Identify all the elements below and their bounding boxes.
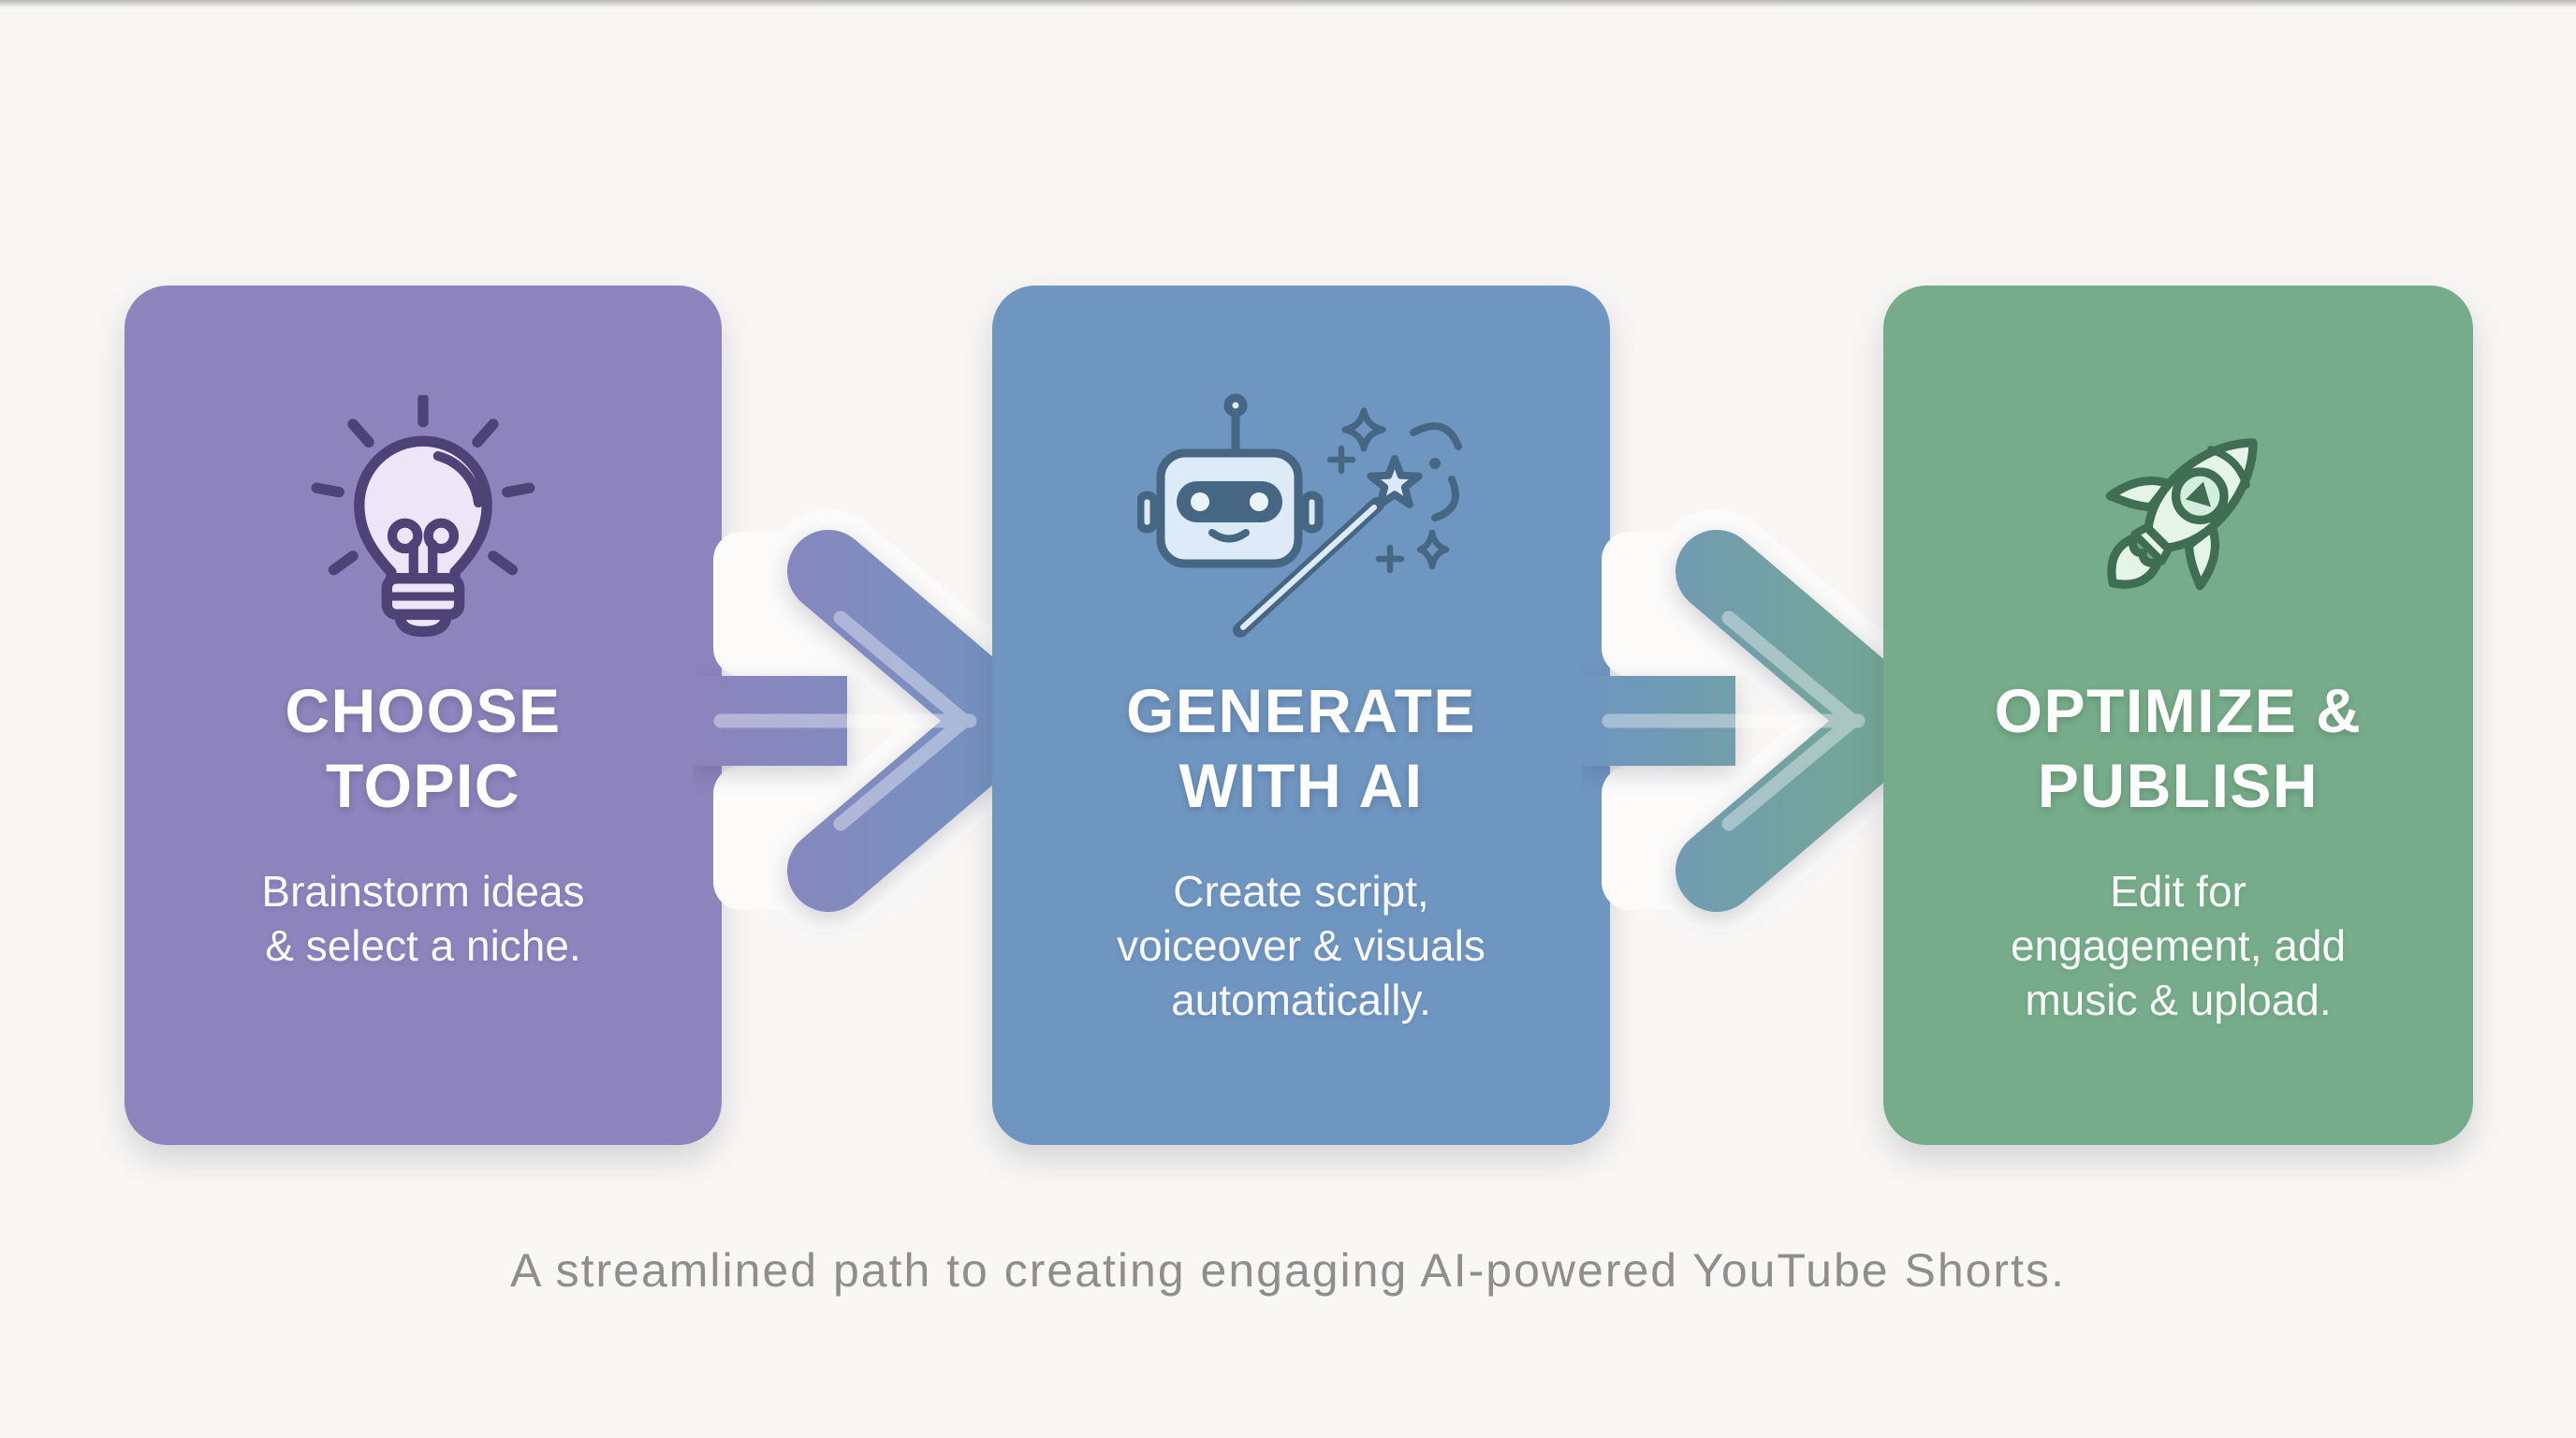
arrow-stem [693,676,847,766]
robot-antenna-ball [1223,393,1248,418]
step-title: OPTIMIZE & PUBLISH [1994,676,2363,820]
step-title: CHOOSE TOPIC [285,676,562,820]
robot-eye [1250,492,1268,511]
wand-rod-core [1240,505,1377,630]
lightbulb-icon [124,372,722,664]
lightbulb-rays [311,395,535,576]
lightbulb-base-cap [394,609,452,638]
sparkle-icon [1341,407,1386,452]
arrow-inner-line [1602,610,1866,831]
sparkle-swoosh [1431,476,1459,521]
step-card-generate-with-ai: GENERATE WITH AI Create script, voiceove… [992,286,1610,1145]
robot-ear [1137,491,1159,534]
arrow-inner-line [713,610,977,831]
sparkle-plus-icon [1326,445,1356,475]
step-description: Edit for engagement, add music & upload. [2010,867,2347,1024]
robot-magic-wand-icon [992,372,1610,664]
rocket-nose-seam [2206,446,2250,490]
step-card-optimize-publish: OPTIMIZE & PUBLISH Edit for engagement, … [1883,286,2473,1145]
step-description: Brainstorm ideas & select a niche. [261,867,585,970]
sparkle-plus-icon [1375,544,1405,574]
caption-text: A streamlined path to creating engaging … [510,1244,2066,1297]
lightbulb-filament-loop [423,518,460,554]
sparkle-icon [1416,529,1450,570]
sparkle-swoosh [1410,422,1462,450]
lightbulb-globe [354,435,492,584]
robot-ear [1300,491,1324,534]
step-card-choose-topic: CHOOSE TOPIC Brainstorm ideas & select a… [124,286,722,1145]
top-edge-strip [0,0,2576,9]
robot-visor [1177,481,1282,522]
wand-star [1367,455,1423,508]
step-title: GENERATE WITH AI [1126,676,1476,820]
rocket-icon [1883,372,2473,664]
robot-smile [1208,529,1250,543]
sparkle-dot [1429,458,1441,469]
lightbulb-filament-legs [408,539,438,583]
arrow-stem [1581,676,1735,766]
robot-eye [1191,492,1209,511]
play-icon [2186,481,2211,507]
lightbulb-filament-loop [387,518,423,554]
rocket-flame [2107,534,2162,589]
lightbulb-highlight [432,450,484,508]
step-description: Create script, voiceover & visuals autom… [1117,867,1486,1024]
